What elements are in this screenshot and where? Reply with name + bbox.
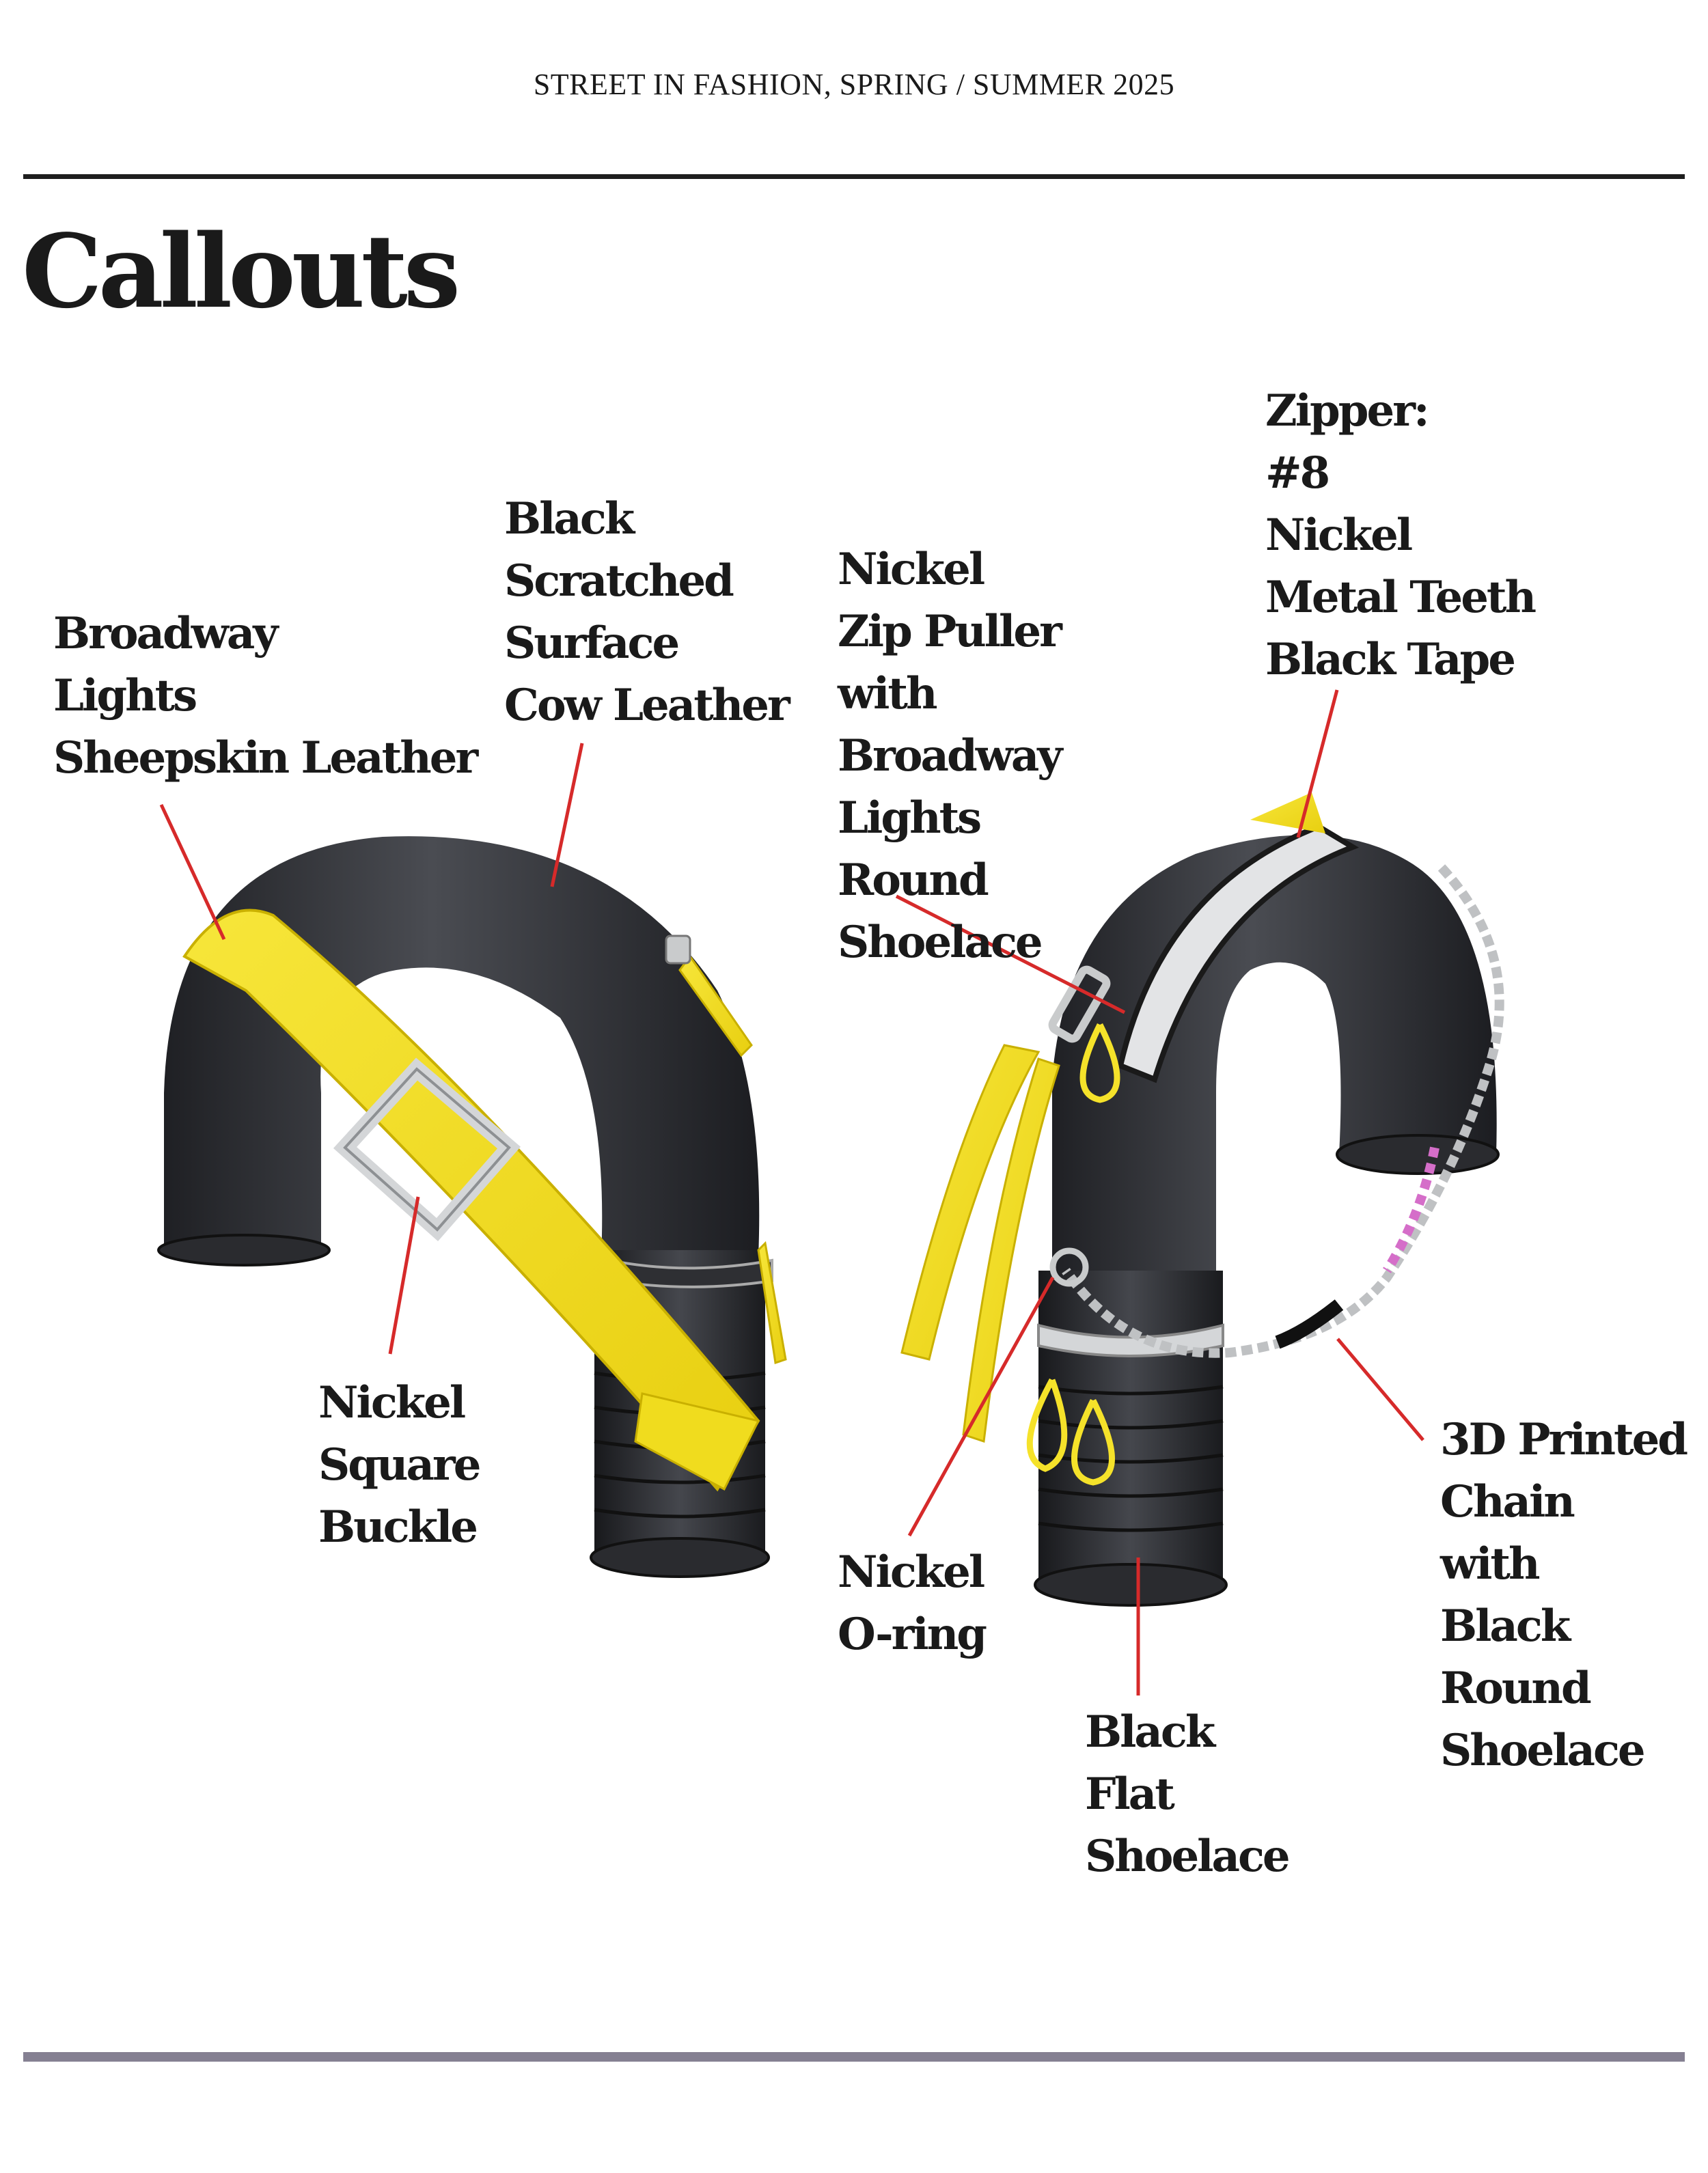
callout-chain: 3D Printed Chain with Black Round Shoela… <box>1440 1409 1686 1782</box>
callout-zip-puller: Nickel Zip Puller with Broadway Lights R… <box>838 538 1060 973</box>
callout-cow-leather: Black Scratched Surface Cow Leather <box>504 488 788 736</box>
left-bag-foot-rim <box>159 1235 329 1265</box>
leader-square-buckle <box>390 1197 418 1354</box>
callout-o-ring: Nickel O-ring <box>838 1541 985 1665</box>
right-bag-bottom-rim <box>1035 1564 1226 1605</box>
left-bag-bottom-rim <box>591 1538 769 1577</box>
right-bag-foot-rim <box>1337 1135 1498 1174</box>
callout-broadway-lights-sheepskin: Broadway Lights Sheepskin Leather <box>53 603 476 789</box>
footer-rule <box>23 2052 1685 2062</box>
callout-square-buckle: Nickel Square Buckle <box>318 1372 479 1558</box>
right-bag-arch <box>1052 835 1497 1284</box>
callout-zipper: Zipper: #8 Nickel Metal Teeth Black Tape <box>1265 380 1534 691</box>
leader-broadway <box>161 805 224 939</box>
leader-chain <box>1338 1339 1423 1440</box>
callout-flat-shoelace: Black Flat Shoelace <box>1085 1701 1289 1887</box>
